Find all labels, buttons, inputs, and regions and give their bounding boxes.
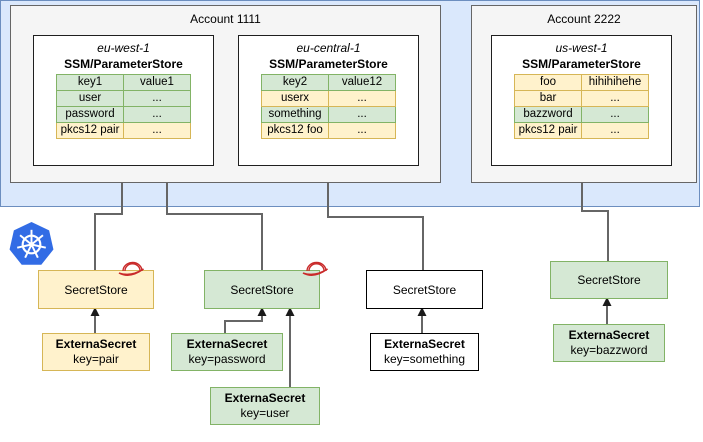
table-row: pkcs12 foo... [261, 122, 396, 139]
external-secret-title: ExternaSecret [568, 328, 650, 342]
table-row: pkcs12 pair... [514, 122, 649, 139]
external-secret-user: ExternaSecret key=user [210, 387, 320, 425]
table-row: pkcs12 pair... [56, 122, 191, 139]
table-row: userx... [261, 90, 396, 107]
external-secret-something: ExternaSecret key=something [370, 333, 479, 371]
external-secret-title: ExternaSecret [55, 337, 137, 351]
secret-store-label: SecretStore [392, 282, 457, 297]
parameter-store-title: SSM/ParameterStore [269, 57, 388, 71]
secret-store-label: SecretStore [64, 282, 128, 297]
external-secret-password: ExternaSecret key=password [171, 333, 283, 371]
external-secret-key: key=password [188, 352, 266, 366]
external-secret-key: key=something [383, 352, 466, 366]
external-secret-key: key=pair [73, 352, 119, 366]
region-name: eu-central-1 [296, 41, 361, 55]
region-name: eu-west-1 [97, 41, 150, 55]
redhat-icon [116, 256, 148, 283]
parameter-store-title: SSM/ParameterStore [64, 57, 183, 71]
account-label: Account 1111 [190, 12, 261, 26]
secret-store-label: SecretStore [577, 273, 641, 287]
parameter-store-title: SSM/ParameterStore [522, 57, 641, 71]
redhat-icon [300, 256, 332, 283]
table-row: bazzword... [514, 106, 649, 123]
region-name: us-west-1 [555, 41, 608, 55]
secret-store-label: SecretStore [230, 282, 294, 297]
table-row: password... [56, 106, 191, 123]
table-row: bar... [514, 90, 649, 107]
external-secret-bazzword: ExternaSecret key=bazzword [553, 324, 665, 362]
external-secret-pair: ExternaSecret key=pair [42, 333, 150, 371]
table-row: something... [261, 106, 396, 123]
external-secret-key: key=user [240, 406, 290, 420]
table-row: user... [56, 90, 191, 107]
secret-store-yellow: SecretStore [38, 270, 154, 309]
secret-store-white: SecretStore [366, 270, 483, 309]
external-secret-title: ExternaSecret [384, 337, 465, 351]
secret-store-green-left: SecretStore [204, 270, 320, 309]
kubernetes-icon [8, 221, 55, 273]
secret-store-green-right: SecretStore [550, 261, 668, 299]
external-secret-key: key=bazzword [570, 343, 648, 357]
external-secret-title: ExternaSecret [224, 391, 306, 405]
external-secret-title: ExternaSecret [186, 337, 268, 351]
account-label: Account 2222 [547, 12, 621, 26]
